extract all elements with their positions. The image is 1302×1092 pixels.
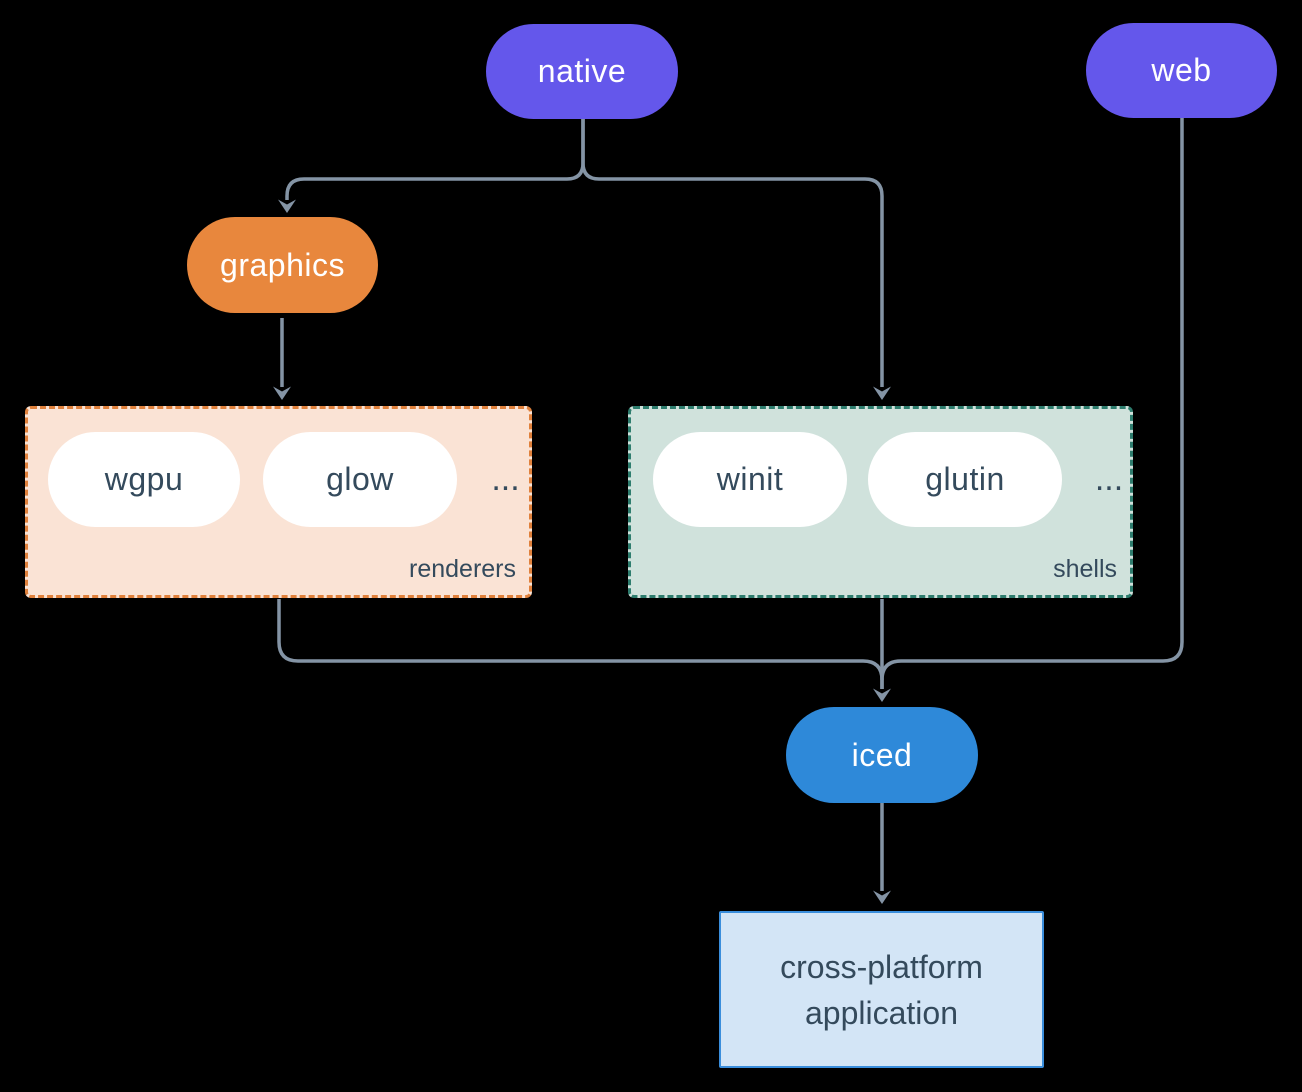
shells-group-label: shells bbox=[1053, 555, 1117, 583]
node-graphics: graphics bbox=[187, 217, 378, 313]
node-wgpu-label: wgpu bbox=[104, 461, 184, 497]
node-glutin-label: glutin bbox=[925, 461, 1005, 497]
node-glow-label: glow bbox=[326, 461, 394, 497]
renderers-ellipsis: ... bbox=[491, 460, 520, 498]
arrow-down-icon bbox=[873, 688, 891, 702]
node-native: native bbox=[486, 24, 678, 119]
connector-web-to-iced bbox=[880, 118, 1184, 681]
arrow-down-icon bbox=[873, 890, 891, 904]
shells-ellipsis: ... bbox=[1094, 460, 1124, 498]
node-winit: winit bbox=[653, 432, 847, 527]
arrow-down-icon bbox=[873, 386, 891, 400]
node-graphics-label: graphics bbox=[220, 246, 345, 283]
renderers-group-label: renderers bbox=[409, 555, 516, 583]
connector-native-to-graphics bbox=[285, 119, 585, 200]
node-glow: glow bbox=[263, 432, 457, 527]
connector-renderers-to-iced bbox=[277, 599, 884, 689]
group-shells: winit glutin ... shells bbox=[628, 406, 1133, 598]
node-winit-label: winit bbox=[716, 461, 784, 497]
node-web-label: web bbox=[1151, 52, 1212, 88]
app-label-line1: cross-platform bbox=[780, 948, 983, 985]
node-glutin: glutin bbox=[868, 432, 1062, 527]
arrow-down-icon bbox=[273, 386, 291, 400]
node-cross-platform-application: cross-platform application bbox=[719, 911, 1044, 1068]
node-iced: iced bbox=[786, 707, 978, 803]
node-wgpu: wgpu bbox=[48, 432, 240, 527]
connector-native-to-shells bbox=[581, 119, 884, 387]
node-iced-label: iced bbox=[851, 736, 913, 773]
node-native-label: native bbox=[537, 53, 627, 89]
node-web: web bbox=[1086, 23, 1277, 118]
arrow-down-icon bbox=[278, 199, 296, 213]
group-renderers: wgpu glow ... renderers bbox=[25, 406, 532, 598]
app-label-line2: application bbox=[805, 994, 958, 1031]
